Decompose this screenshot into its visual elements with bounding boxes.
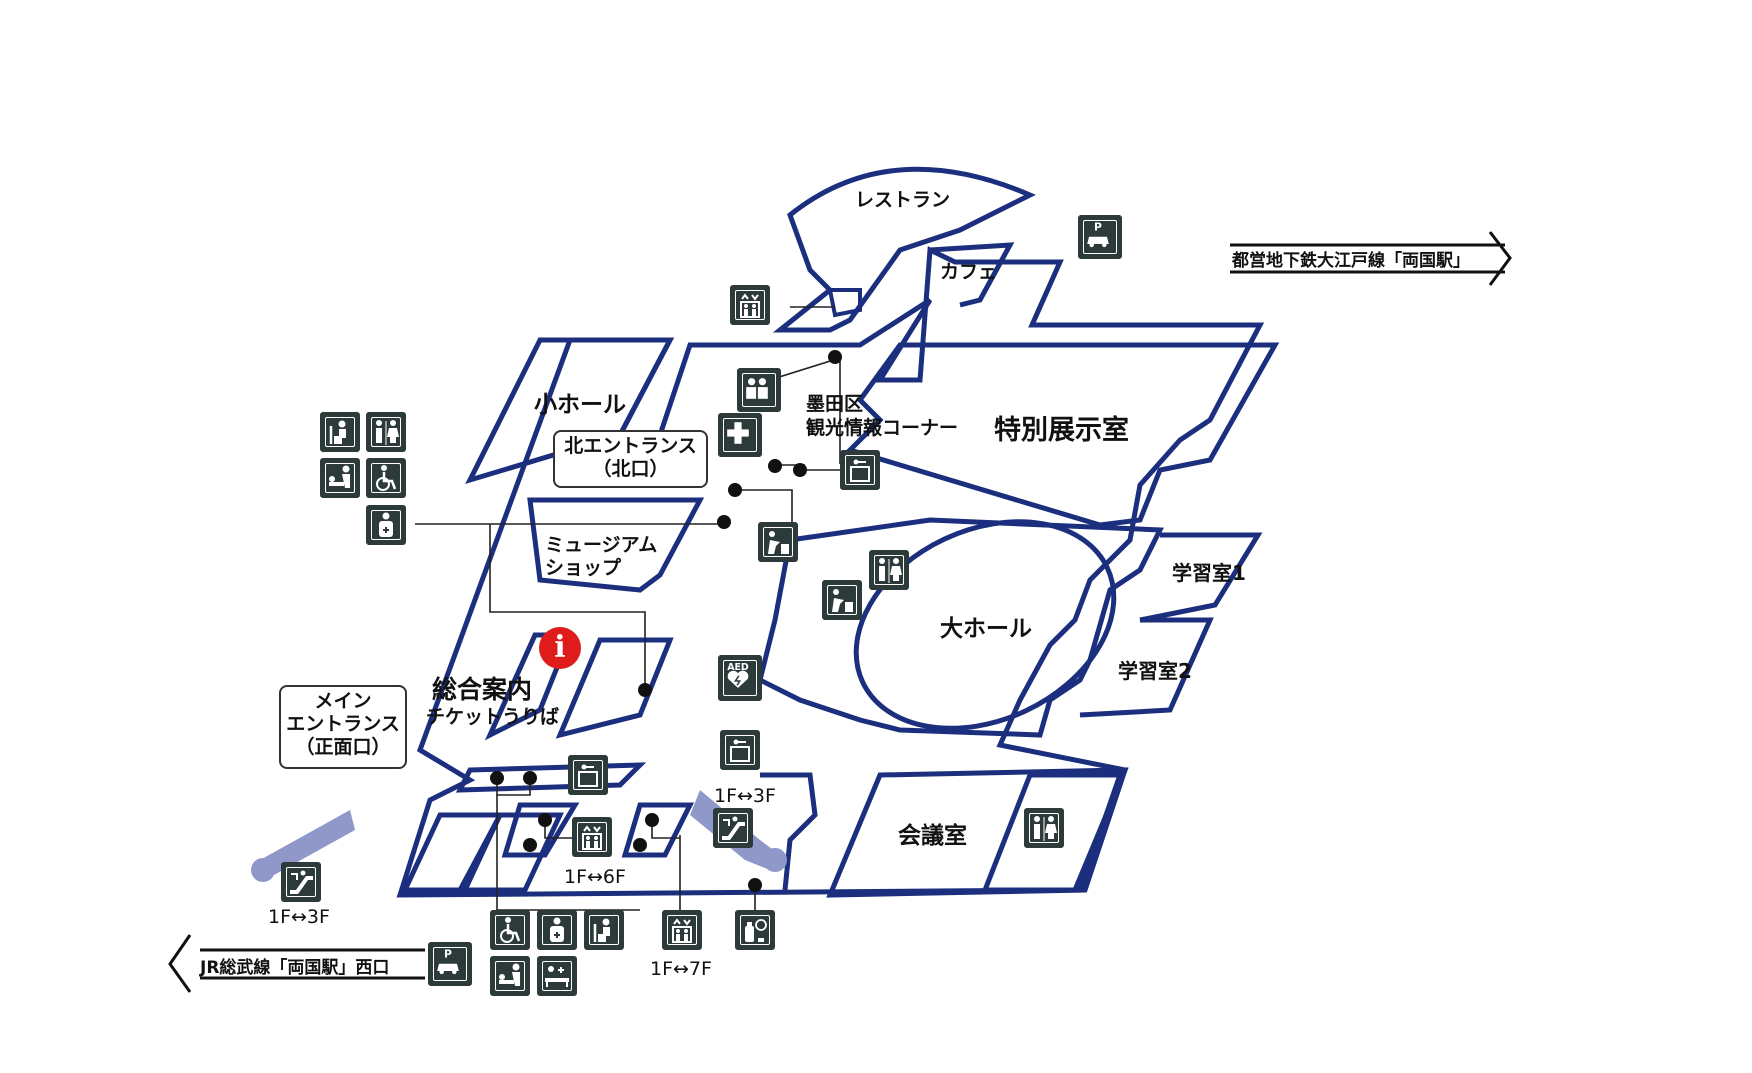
baby-chair-icon xyxy=(584,910,624,950)
jr-direction: JR総武線「両国駅」西口 xyxy=(200,958,390,978)
north-entrance-bubble: 北エントランス （北口） xyxy=(553,430,708,488)
first-aid-icon xyxy=(718,413,762,457)
baby-chair-icon xyxy=(320,412,360,452)
elevator-icon xyxy=(572,817,612,857)
parking-p-text: P xyxy=(1094,221,1102,234)
sumida-info-label-2: 観光情報コーナー xyxy=(806,417,959,439)
aed-icon: AED xyxy=(718,655,762,701)
location-dots xyxy=(490,350,842,892)
building-walls xyxy=(396,166,1280,898)
sumida-info-label-1: 墨田区 xyxy=(806,393,864,415)
coin-locker-icon xyxy=(568,755,608,795)
coin-locker-icon xyxy=(840,450,880,490)
escalator-left-label: 1F↔3F xyxy=(268,906,330,928)
museum-shop-label-1: ミュージアム xyxy=(545,534,658,556)
subway-arrow xyxy=(1230,231,1512,286)
info-center-label: 総合案内 xyxy=(432,675,533,704)
diaper-change-icon xyxy=(320,458,360,498)
main-entrance-bubble: メイン エントランス （正面口） xyxy=(279,685,407,769)
aed-text: AED xyxy=(727,662,749,673)
restroom-icon xyxy=(869,550,909,590)
escalator-icon xyxy=(713,808,753,848)
info-icon: i xyxy=(539,627,581,669)
accessible-icon xyxy=(490,910,530,950)
study-room-1-label: 学習室1 xyxy=(1172,561,1246,585)
elevator-6f-label: 1F↔6F xyxy=(564,866,626,888)
parking-p-text: P xyxy=(444,948,452,961)
restroom-icon xyxy=(1024,808,1064,848)
north-entrance-line2: （北口） xyxy=(592,458,669,480)
nursing-room-icon xyxy=(737,368,781,412)
ostomate-icon xyxy=(366,505,406,545)
special-exhibit-label: 特別展示室 xyxy=(994,415,1129,446)
small-hall-label: 小ホール xyxy=(534,392,626,418)
restaurant-label: レストラン xyxy=(855,189,951,211)
elevator-7f-label: 1F↔7F xyxy=(650,958,712,980)
museum-shop-label-2: ショップ xyxy=(545,557,622,579)
accessible-icon xyxy=(366,458,406,498)
first-aid-bed-icon xyxy=(537,956,577,996)
main-entrance-line3: （正面口） xyxy=(295,736,391,758)
elevator-icon xyxy=(730,285,770,325)
diaper-change-icon xyxy=(490,956,530,996)
restroom-icon xyxy=(366,412,406,452)
cafe-label: カフェ xyxy=(940,261,998,283)
subway-direction: 都営地下鉄大江戸線「両国駅」 xyxy=(1232,251,1470,271)
study-room-2-label: 学習室2 xyxy=(1118,659,1192,683)
coin-locker-icon xyxy=(720,730,760,770)
ticket-label: チケットうりば xyxy=(426,706,560,728)
parking-icon: P xyxy=(428,942,472,986)
vending-machine-icon xyxy=(735,910,775,950)
meeting-room-label: 会議室 xyxy=(898,823,967,849)
escalator-right-label: 1F↔3F xyxy=(714,785,776,807)
main-entrance-line2: エントランス xyxy=(286,713,400,735)
ostomate-icon xyxy=(537,910,577,950)
north-entrance-line1: 北エントランス xyxy=(564,435,697,457)
jr-arrow xyxy=(168,934,425,993)
elevator-icon xyxy=(662,910,702,950)
main-hall-label: 大ホール xyxy=(940,616,1032,642)
escalator-icon xyxy=(281,862,321,902)
parking-icon: P xyxy=(1078,215,1122,259)
main-entrance-line1: メイン xyxy=(314,690,372,712)
drinking-fountain-icon xyxy=(758,522,798,562)
drinking-fountain-icon xyxy=(822,580,862,620)
